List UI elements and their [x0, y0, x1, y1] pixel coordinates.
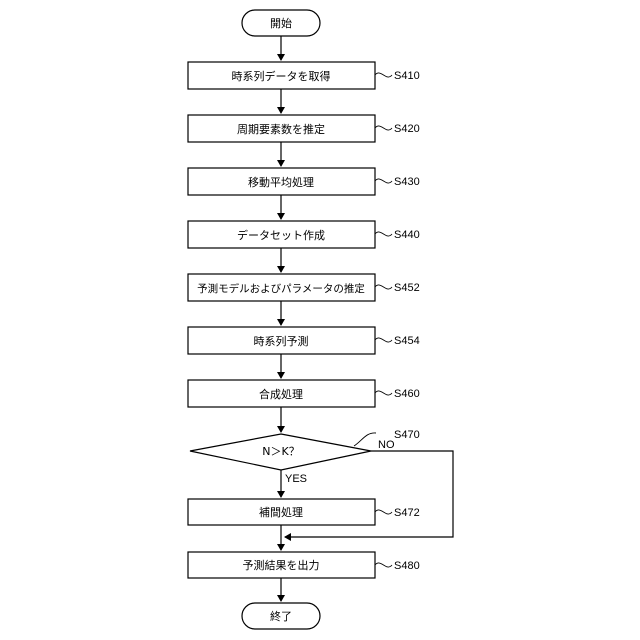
step-label: S410: [394, 70, 420, 82]
yes-label: YES: [285, 473, 307, 485]
label-leader: [375, 338, 392, 342]
step-s420: 周期要素数を推定 S420: [188, 115, 420, 142]
label-leader: [354, 433, 376, 446]
step-label: S430: [394, 176, 420, 188]
step-text: 予測結果を出力: [243, 558, 320, 572]
label-leader: [375, 563, 392, 567]
label-leader: [375, 285, 392, 289]
step-s460: 合成処理 S460: [188, 380, 420, 407]
step-s472: 補間処理 S472: [188, 499, 420, 525]
step-label: S420: [394, 123, 420, 135]
step-s452: 予測モデルおよびパラメータの推定 S452: [188, 274, 420, 301]
step-label: S440: [394, 229, 420, 241]
step-s480: 予測結果を出力 S480: [188, 552, 420, 578]
step-s410: 時系列データを取得 S410: [188, 62, 420, 89]
decision-label: S470: [394, 429, 420, 441]
label-leader: [375, 232, 392, 236]
step-label: S452: [394, 282, 420, 294]
step-s440: データセット作成 S440: [188, 221, 420, 248]
step-text: 予測モデルおよびパラメータの推定: [197, 282, 365, 295]
label-leader: [375, 510, 392, 514]
start-terminal: 開始: [242, 10, 320, 36]
step-text: 周期要素数を推定: [237, 122, 325, 136]
step-text: 時系列データを取得: [232, 69, 331, 83]
step-text: 合成処理: [259, 387, 303, 401]
step-text: データセット作成: [237, 228, 325, 242]
step-text: 移動平均処理: [248, 175, 314, 189]
label-leader: [375, 179, 392, 183]
end-label: 終了: [270, 609, 292, 623]
label-leader: [375, 73, 392, 77]
decision-s470: N＞K？ S470 NO YES: [190, 429, 420, 485]
no-label: NO: [378, 439, 395, 451]
end-terminal: 終了: [242, 603, 320, 629]
step-label: S454: [394, 335, 420, 347]
step-text: 時系列予測: [254, 334, 309, 348]
step-s454: 時系列予測 S454: [188, 327, 420, 354]
step-label: S480: [394, 560, 420, 572]
step-s430: 移動平均処理 S430: [188, 168, 420, 195]
decision-text: N＞K？: [262, 445, 299, 458]
label-leader: [375, 391, 392, 395]
label-leader: [375, 126, 392, 130]
start-label: 開始: [270, 16, 292, 30]
step-label: S472: [394, 507, 420, 519]
step-text: 補間処理: [259, 506, 303, 519]
step-label: S460: [394, 388, 420, 400]
